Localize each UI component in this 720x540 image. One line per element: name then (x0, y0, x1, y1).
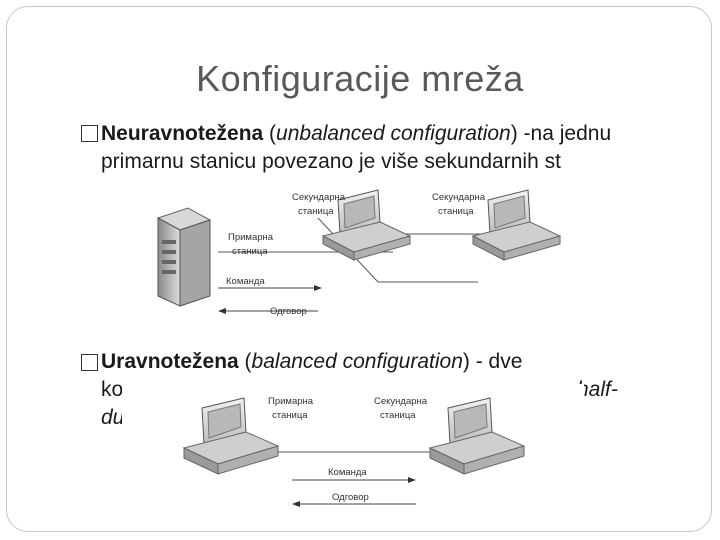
bullet-balanced-rest: ) - dve (462, 350, 523, 373)
diagram-label: Секундарна (374, 396, 428, 407)
bullet-balanced-line2-start: ko (101, 378, 124, 401)
diagram-label: Примарна (228, 232, 274, 243)
diagram-label: Секундарна (432, 192, 486, 203)
bullet-unbalanced-description: ) -na jednu primarnu stanicu povezano je… (101, 122, 612, 173)
bullet-unbalanced: Neuravnotežena (unbalanced configuration… (101, 120, 661, 176)
diagram-label: станица (272, 410, 308, 421)
text-fragment: du (101, 406, 125, 429)
diagram-label: Команда (226, 276, 265, 287)
diagram-label: Команда (328, 467, 367, 478)
text-fragment: ( (238, 350, 252, 373)
bullet-balanced: Uravnotežena (balanced configuration) - … (101, 348, 661, 376)
bullet-balanced-english: balanced configuration (251, 350, 463, 373)
computer-icon (321, 189, 412, 261)
bullet-unbalanced-term: Neuravnotežena (101, 122, 264, 145)
computer-icon (471, 189, 562, 261)
diagram-label: станица (380, 410, 416, 421)
bullet-checkbox-icon (81, 125, 98, 142)
server-tower-icon (156, 207, 212, 307)
bullet-unbalanced-english: unbalanced configuration (276, 122, 511, 145)
slide-title: Konfiguracije mreža (196, 58, 524, 99)
diagram-label: станица (438, 206, 474, 217)
balanced-diagram: Примарна станица Секундарна станица Кома… (122, 384, 584, 516)
diagram-label: Одговор (270, 306, 307, 317)
computer-icon (428, 397, 526, 475)
diagram-label: станица (298, 206, 334, 217)
computer-icon (182, 397, 280, 475)
diagram-label: станица (232, 246, 268, 257)
bullet-checkbox-icon (81, 354, 98, 371)
unbalanced-diagram: Секундарна станица Секундарна станица Пр… (118, 178, 574, 328)
diagram-label: Примарна (268, 396, 314, 407)
text-fragment: half- (577, 378, 618, 401)
diagram-label: Секундарна (292, 192, 346, 203)
bullet-balanced-line3-start: du (101, 404, 661, 432)
diagram-label: Одговор (332, 492, 369, 503)
bullet-balanced-term: Uravnotežena (101, 350, 239, 373)
text-fragment: ( (263, 122, 277, 145)
bullet-balanced-line2-end: half- (577, 376, 637, 404)
